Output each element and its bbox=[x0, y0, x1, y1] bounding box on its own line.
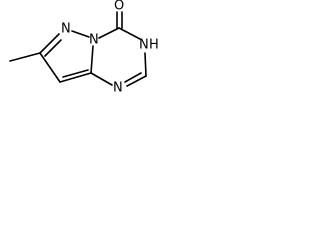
bond-c8-c8a-double bbox=[62, 69, 89, 78]
bond-n3-c2 bbox=[144, 52, 147, 77]
bond-c8-c8a bbox=[59, 72, 92, 83]
atom-oxygen: O bbox=[114, 0, 124, 14]
bond-nbottom-c8a bbox=[90, 72, 113, 86]
bonds bbox=[9, 11, 147, 87]
atom-n2: N bbox=[89, 33, 99, 48]
bond-n1-n2 bbox=[71, 30, 90, 38]
bond-c2-nbottom bbox=[126, 75, 147, 87]
atoms: O N N N H N bbox=[61, 0, 159, 96]
chemical-structure: O N N N H N bbox=[9, 0, 159, 96]
atom-n1: N bbox=[61, 22, 71, 37]
bond-c7-n1-double bbox=[44, 39, 62, 57]
atom-nh-h: H bbox=[149, 38, 159, 53]
bond-c7-n1 bbox=[39, 33, 60, 54]
bond-methyl bbox=[9, 52, 41, 62]
bond-c4-n3 bbox=[118, 27, 141, 40]
bond-c8a-n2 bbox=[90, 45, 94, 74]
bond-c7-c8 bbox=[39, 52, 61, 83]
atom-n-bottom: N bbox=[113, 81, 123, 96]
bond-n2-c4 bbox=[98, 27, 120, 39]
bond-c2-nbottom-double bbox=[124, 72, 142, 83]
atom-nh-n: N bbox=[139, 38, 149, 53]
